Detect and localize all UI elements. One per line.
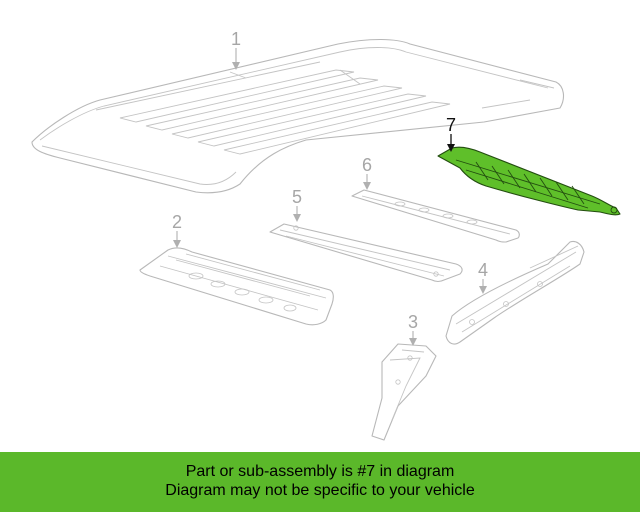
pillar-reinforcement (371, 343, 437, 441)
roof-panel (31, 39, 565, 194)
callout-4: 4 (478, 260, 488, 294)
callout-5: 5 (292, 187, 302, 222)
side-roof-rail (445, 240, 585, 345)
callout-2: 2 (172, 212, 182, 248)
front-roof-header (139, 247, 334, 326)
callout-number-5: 5 (292, 187, 302, 207)
callout-number-7: 7 (446, 115, 456, 135)
callout-7-highlighted: 7 (446, 115, 456, 152)
callout-number-4: 4 (478, 260, 488, 280)
banner-line-disclaimer: Diagram may not be specific to your vehi… (165, 482, 475, 499)
callout-number-3: 3 (408, 312, 418, 332)
callout-number-6: 6 (362, 155, 372, 175)
banner-line-part-number: Part or sub-assembly is #7 in diagram (185, 463, 455, 480)
callout-6: 6 (362, 155, 372, 190)
callout-number-2: 2 (172, 212, 182, 232)
info-banner: Part or sub-assembly is #7 in diagram Di… (0, 452, 640, 512)
rear-roof-header-highlighted (437, 146, 621, 216)
parts-diagram: 1 2 5 6 (31, 29, 621, 441)
callout-3: 3 (408, 312, 418, 346)
front-roof-bow (269, 223, 463, 283)
callout-number-1: 1 (231, 29, 241, 49)
callout-1: 1 (231, 29, 241, 70)
center-roof-bow (351, 189, 520, 243)
